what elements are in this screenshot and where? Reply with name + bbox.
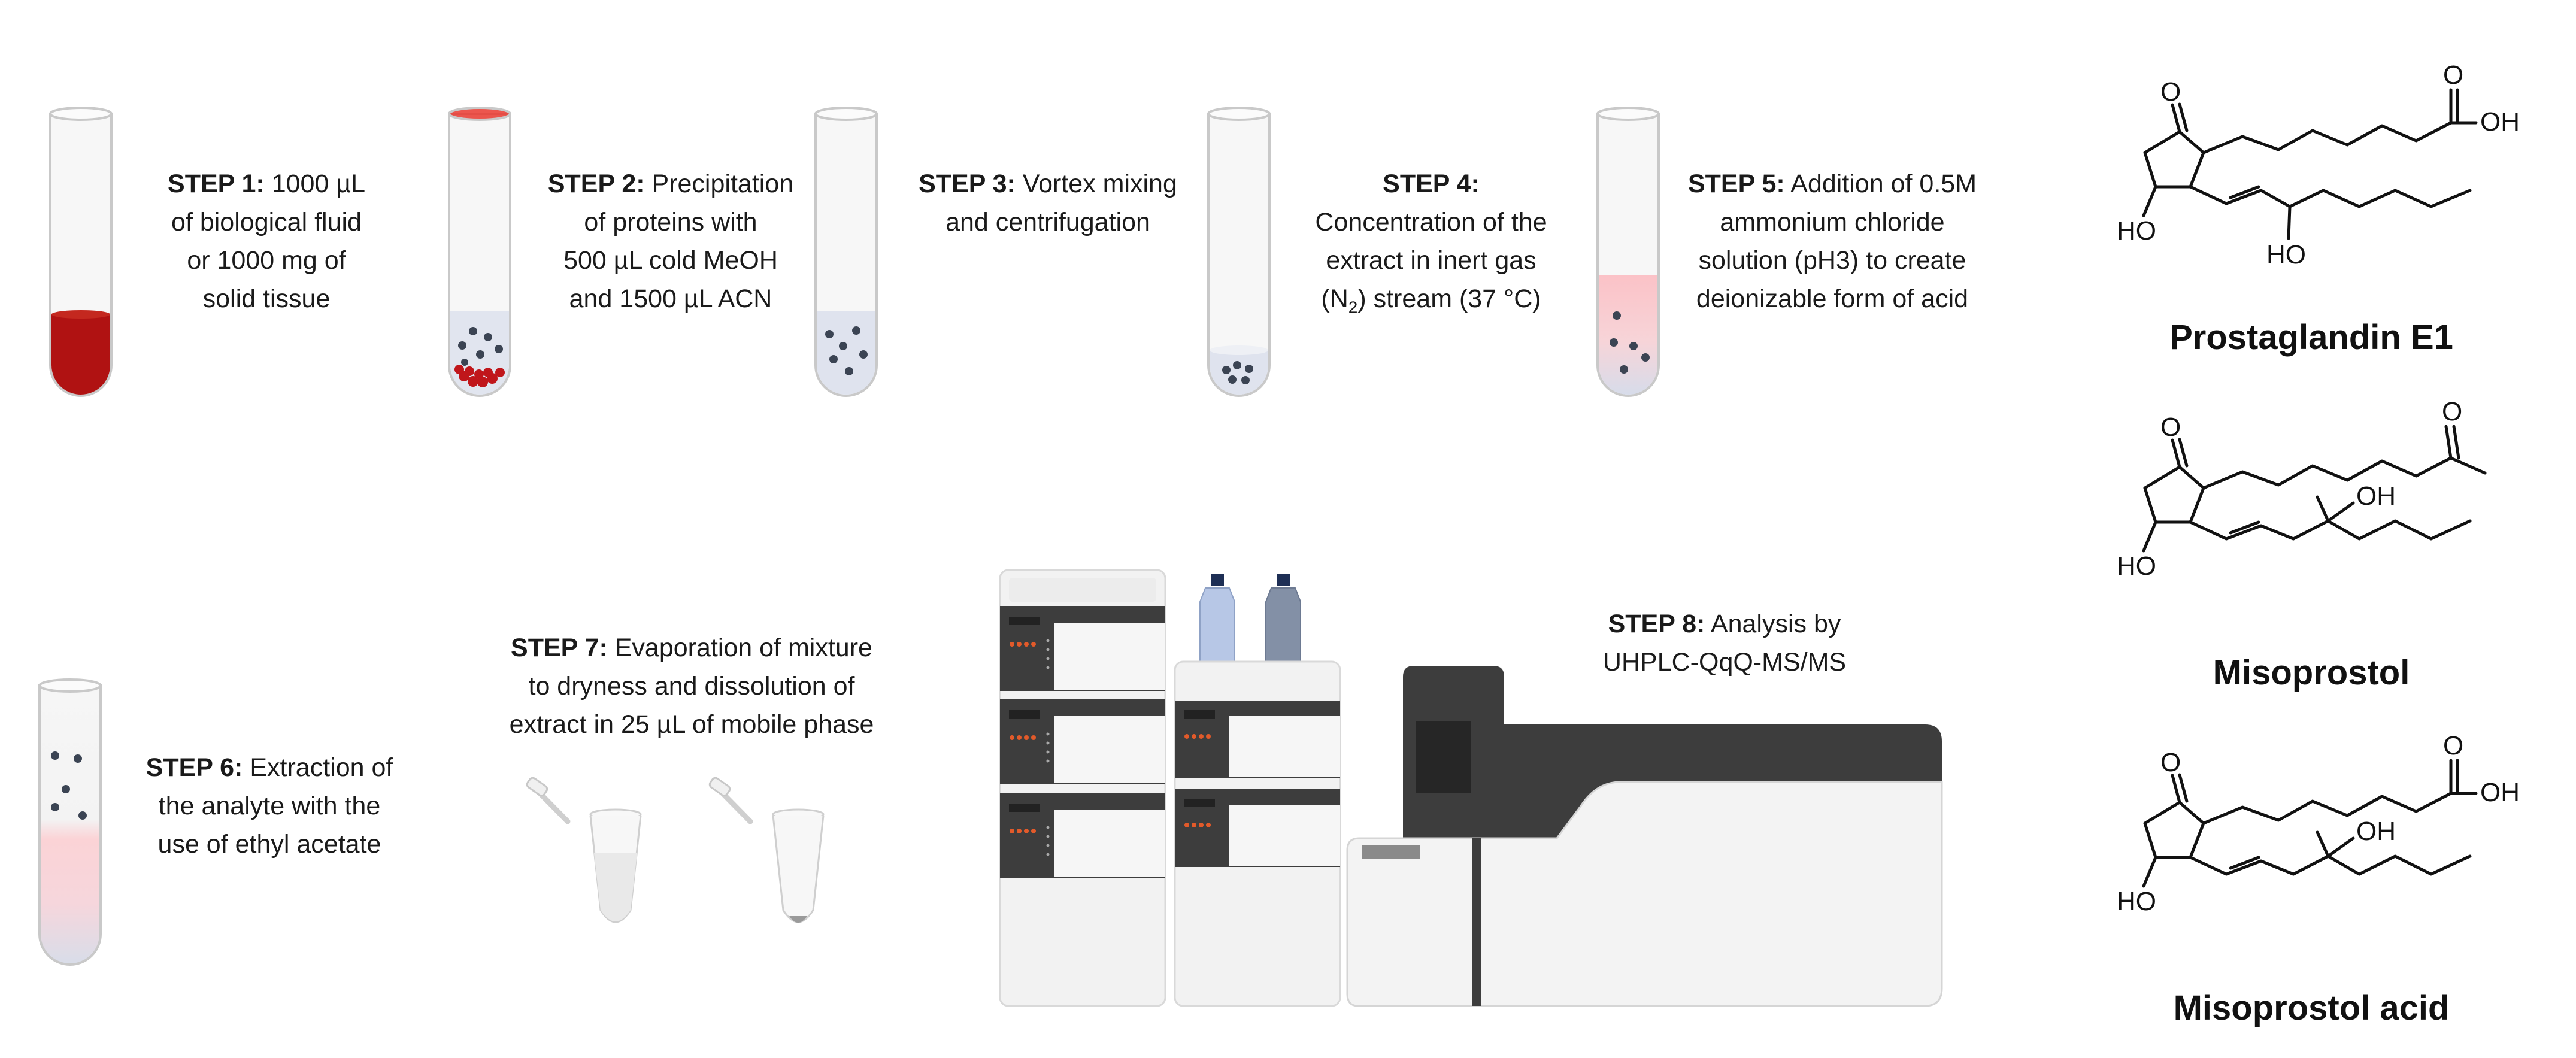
eppendorf-1	[526, 777, 642, 923]
pge1-ketone-o: O	[2160, 77, 2181, 107]
pge1-ho-ring: HO	[2117, 216, 2156, 245]
step4-caption: STEP 4: Concentration of the extract in …	[1315, 169, 1547, 317]
tube-step2	[448, 107, 511, 397]
step2-caption: STEP 2: Precipitation of proteins with 5…	[547, 169, 794, 313]
blood-sample	[51, 314, 110, 395]
eppendorf-2	[708, 777, 825, 923]
structure-misoprostol	[2142, 425, 2487, 553]
misoacid-acid-oh: OH	[2480, 778, 2520, 807]
step5-caption: STEP 5: Addition of 0.5M ammonium chlori…	[1687, 169, 1977, 313]
particles-step6	[51, 751, 87, 820]
uhplc-module-4	[1175, 701, 1340, 778]
step3-caption: STEP 3: Vortex mixing and centrifugation	[919, 169, 1177, 237]
pellet-step2	[454, 365, 505, 387]
step4-label: STEP 4:	[1383, 169, 1480, 198]
misoacid-ho-ring: HO	[2117, 887, 2156, 916]
tube-step4	[1207, 107, 1271, 397]
misoacid-acid-o: O	[2443, 731, 2463, 760]
particles-step5	[1610, 311, 1650, 374]
step8-label: STEP 8:	[1608, 610, 1705, 638]
compound-name-misoprostol: Misoprostol	[2213, 653, 2410, 692]
step6-label: STEP 6:	[146, 753, 243, 782]
compound-name-pge1: Prostaglandin E1	[2169, 318, 2453, 357]
step6-caption: STEP 6: Extraction of the analyte with t…	[146, 753, 393, 859]
particles-step2	[458, 327, 503, 366]
miso-ketone-o: O	[2160, 413, 2181, 442]
mass-spectrometer	[1346, 659, 1943, 1007]
step5-label: STEP 5:	[1687, 169, 1785, 198]
structure-pge1	[2142, 88, 2478, 240]
pge1-acid-oh: OH	[2480, 107, 2520, 137]
particles-step3	[825, 326, 868, 375]
misoacid-ketone-o: O	[2160, 748, 2181, 777]
step1-caption: STEP 1: 1000 µL of biological fluid or 1…	[168, 169, 365, 313]
uhplc-module-5	[1175, 789, 1340, 867]
miso-oh: OH	[2356, 481, 2396, 511]
solvent-bottle-2	[1265, 574, 1301, 665]
solvent-bottle-1	[1199, 574, 1235, 665]
structure-misoprostol-acid	[2142, 759, 2478, 888]
pge1-acid-o: O	[2443, 60, 2463, 90]
tube-step5	[1596, 107, 1660, 397]
misoacid-oh: OH	[2356, 817, 2396, 846]
tube-step3	[814, 107, 878, 397]
step7-caption: STEP 7: Evaporation of mixture to drynes…	[509, 633, 874, 739]
step2-label: STEP 2:	[547, 169, 645, 198]
pge1-ho-chain: HO	[2266, 240, 2306, 269]
step7-label: STEP 7:	[511, 633, 608, 662]
miso-ester-o: O	[2442, 397, 2462, 426]
tube-step6	[38, 678, 102, 966]
step1-label: STEP 1:	[168, 169, 265, 198]
uhplc-stack	[999, 569, 1341, 1007]
step3-label: STEP 3:	[919, 169, 1016, 198]
uhplc-module-3	[1000, 793, 1165, 878]
particles-step4	[1222, 361, 1253, 384]
tube-step1	[49, 107, 113, 397]
uhplc-module-2	[1000, 699, 1165, 784]
step8-caption: STEP 8: Analysis by UHPLC-QqQ-MS/MS	[1602, 610, 1847, 677]
uhplc-module-1	[1000, 606, 1165, 691]
miso-ho-ring: HO	[2117, 551, 2156, 581]
atom-labels: O O OH HO HO O O OH HO O O OH OH HO	[2117, 60, 2520, 916]
compound-name-misoprostol-acid: Misoprostol acid	[2173, 989, 2450, 1027]
